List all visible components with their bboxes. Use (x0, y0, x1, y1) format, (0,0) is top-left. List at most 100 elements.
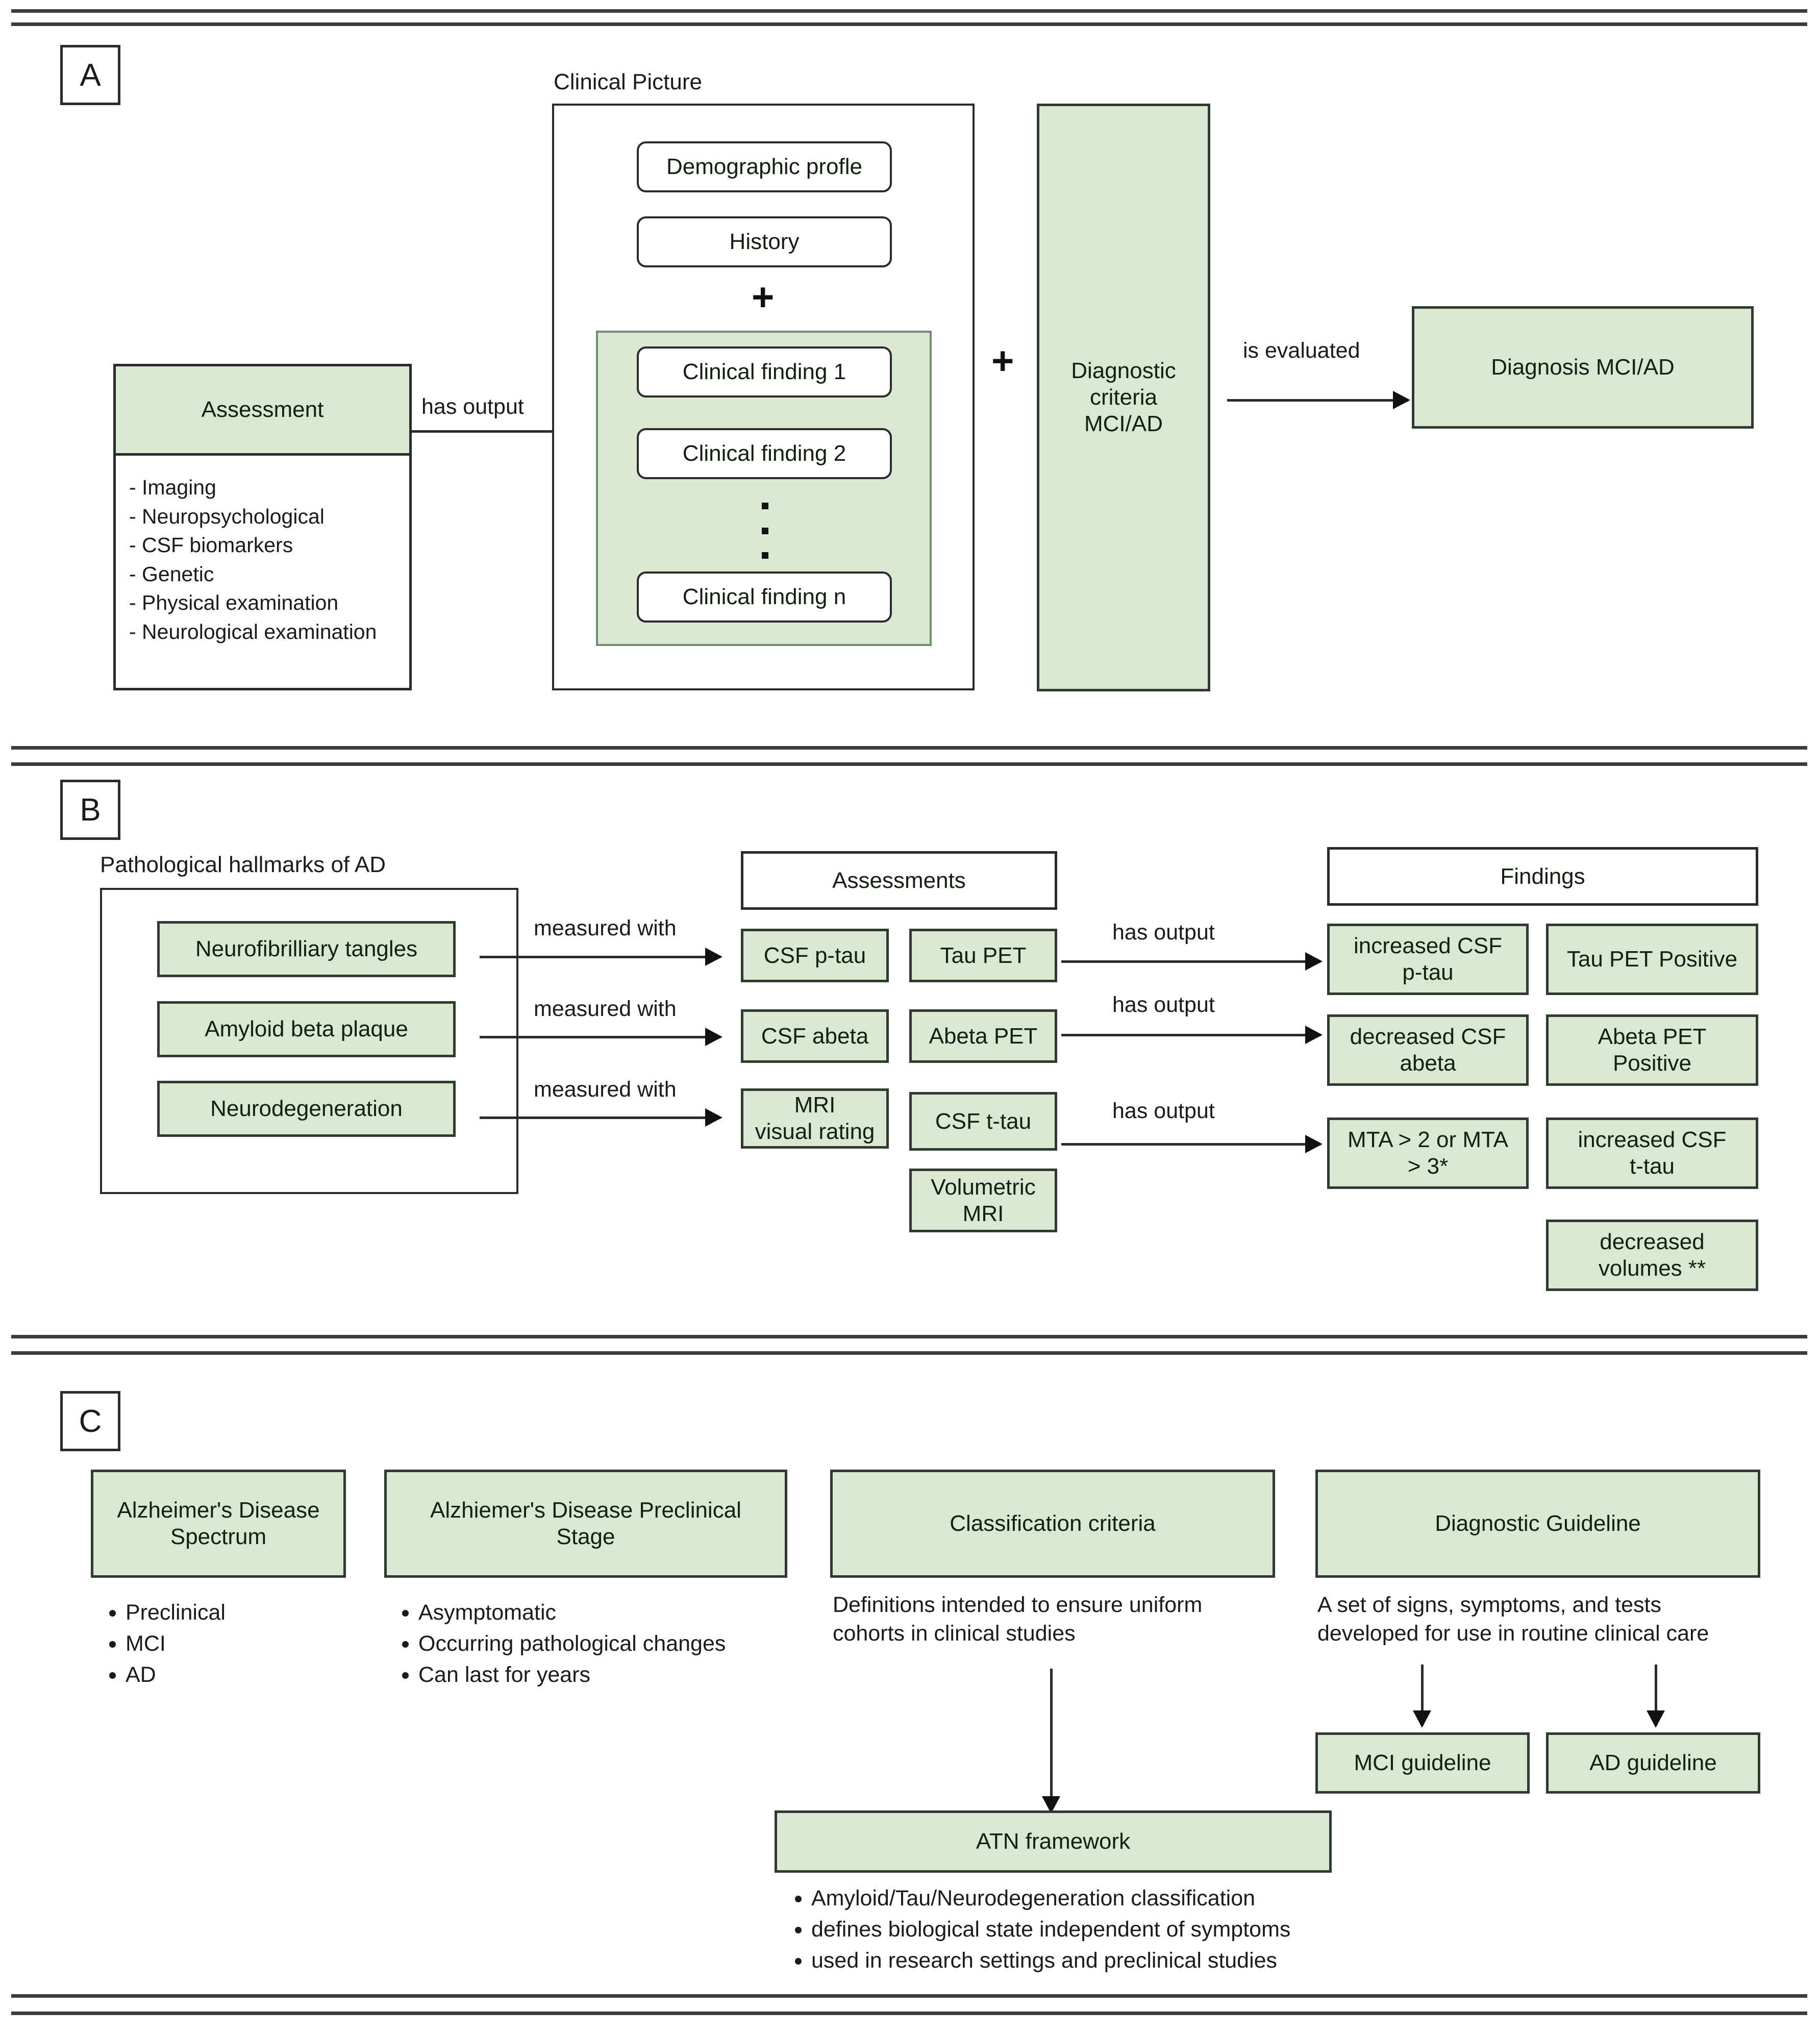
assessment-csf-p-tau[interactable]: CSF p-tau (741, 929, 889, 982)
separator-ab-1 (11, 746, 1807, 750)
plus-sign-clinical-picture: + (752, 276, 775, 319)
assessment-csf-abeta[interactable]: CSF abeta (741, 1009, 889, 1063)
arrow-mri-to-findings-3 (1061, 1135, 1323, 1153)
ad-spectrum-bullets: Preclinical MCI AD (95, 1597, 360, 1691)
separator-bc-2 (11, 1351, 1807, 1355)
assessment-abeta-pet[interactable]: Abeta PET (909, 1009, 1057, 1063)
assessment-volumetric-mri[interactable]: Volumetric MRI (909, 1169, 1057, 1232)
assessments-header: Assessments (741, 851, 1057, 910)
hallmark-neurofibrillary-tangles[interactable]: Neurofibrilliary tangles (157, 921, 456, 977)
assessment-csf-t-tau[interactable]: CSF t-tau (909, 1092, 1057, 1151)
arrow-tau-to-findings-1 (1061, 952, 1323, 971)
clinical-picture-caption: Clinical Picture (554, 69, 702, 94)
top-rule-2 (11, 22, 1807, 26)
assessment-item: - Genetic (129, 562, 214, 586)
classification-criteria-description: Definitions intended to ensure uniform c… (833, 1591, 1292, 1648)
edge-label-measured-with-3: measured with (534, 1077, 677, 1102)
arrow-abeta-to-findings-2 (1061, 1026, 1323, 1044)
bottom-rule-2 (11, 2012, 1807, 2015)
list-item: Preclinical (126, 1597, 360, 1628)
list-item: Can last for years (418, 1659, 806, 1691)
diagnostic-guideline-box[interactable]: Diagnostic Guideline (1315, 1470, 1760, 1578)
diagnostic-criteria-line: MCI/AD (1084, 411, 1163, 436)
edge-label-measured-with-1: measured with (534, 916, 677, 940)
plus-sign-between: + (991, 339, 1014, 383)
finding-increased-csf-t-tau[interactable]: increased CSF t-tau (1546, 1118, 1758, 1189)
arrow-criteria-to-diagnosis (1227, 391, 1410, 409)
edge-label-has-output-b3: has output (1112, 1099, 1215, 1123)
assessment-title: Assessment (116, 366, 409, 456)
finding-line: Positive (1612, 1051, 1692, 1076)
clinical-finding-1-box[interactable]: Clinical finding 1 (637, 346, 892, 398)
description-line: Definitions intended to ensure uniform (833, 1593, 1203, 1617)
findings-header: Findings (1327, 847, 1758, 906)
panel-b-badge: B (60, 780, 120, 840)
arrow-plaque-to-csf-abeta (480, 1028, 722, 1046)
diagnostic-criteria-box[interactable]: Diagnostic criteria MCI/AD (1037, 104, 1210, 691)
assessment-tau-pet[interactable]: Tau PET (909, 929, 1057, 982)
list-item: Amyloid/Tau/Neurodegeneration classifica… (811, 1883, 1393, 1914)
history-box[interactable]: History (637, 216, 892, 267)
ad-preclinical-stage-box[interactable]: Alzhiemer's Disease Preclinical Stage (384, 1470, 787, 1578)
description-line: cohorts in clinical studies (833, 1621, 1076, 1646)
arrow-neurodegeneration-to-mri (480, 1108, 722, 1127)
assessment-line: MRI (794, 1093, 836, 1118)
finding-mta-threshold[interactable]: MTA > 2 or MTA > 3* (1327, 1118, 1529, 1189)
assessment-line: MRI (962, 1201, 1004, 1226)
assessment-class-box: Assessment - Imaging - Neuropsychologica… (113, 364, 412, 690)
assessment-item: - Neurological examination (129, 619, 377, 643)
edge-label-has-output-b1: has output (1112, 920, 1215, 945)
edge-label-has-output-b2: has output (1112, 992, 1215, 1017)
finding-line: increased CSF (1578, 1127, 1727, 1153)
description-line: A set of signs, symptoms, and tests (1317, 1593, 1661, 1617)
arrow-tangles-to-csf-ptau (480, 948, 722, 966)
ad-spectrum-box[interactable]: Alzheimer's Disease Spectrum (91, 1470, 346, 1578)
diagnosis-mci-ad-box[interactable]: Diagnosis MCI/AD (1412, 306, 1754, 429)
arrowhead-icon (1305, 952, 1323, 971)
arrowhead-icon (1413, 1710, 1431, 1728)
ad-guideline-box[interactable]: AD guideline (1546, 1732, 1760, 1794)
classification-criteria-box[interactable]: Classification criteria (830, 1470, 1275, 1578)
ad-preclinical-title-line: Alzhiemer's Disease Preclinical (430, 1498, 741, 1523)
list-item: used in research settings and preclinica… (811, 1945, 1393, 1976)
demographic-profile-box[interactable]: Demographic profle (637, 141, 892, 192)
clinical-finding-2-box[interactable]: Clinical finding 2 (637, 428, 892, 479)
diagnostic-guideline-description: A set of signs, symptoms, and tests deve… (1317, 1591, 1777, 1648)
panel-a-letter: A (80, 57, 101, 93)
hallmark-amyloid-beta-plaque[interactable]: Amyloid beta plaque (157, 1001, 456, 1057)
diagnostic-criteria-line: criteria (1089, 385, 1158, 410)
assessment-item: - CSF biomarkers (129, 533, 293, 557)
finding-tau-pet-positive[interactable]: Tau PET Positive (1546, 924, 1758, 995)
arrowhead-icon (1393, 391, 1410, 409)
ad-preclinical-bullets: Asymptomatic Occurring pathological chan… (388, 1597, 806, 1691)
assessment-item: - Physical examination (129, 591, 339, 615)
list-item: AD (126, 1659, 360, 1691)
hallmark-neurodegeneration[interactable]: Neurodegeneration (157, 1081, 456, 1137)
ad-spectrum-title-line: Spectrum (170, 1524, 267, 1549)
finding-line: decreased CSF (1350, 1024, 1506, 1050)
atn-framework-box[interactable]: ATN framework (775, 1810, 1332, 1873)
finding-increased-csf-p-tau[interactable]: increased CSF p-tau (1327, 924, 1529, 995)
finding-abeta-pet-positive[interactable]: Abeta PET Positive (1546, 1014, 1758, 1086)
finding-decreased-volumes[interactable]: decreased volumes ** (1546, 1220, 1758, 1291)
arrowhead-icon (1305, 1026, 1323, 1044)
arrowhead-icon (705, 1028, 722, 1046)
finding-line: volumes ** (1598, 1256, 1706, 1281)
clinical-finding-n-box[interactable]: Clinical finding n (637, 572, 892, 623)
top-rule-1 (11, 9, 1807, 13)
ad-spectrum-title-line: Alzheimer's Disease (117, 1498, 320, 1523)
list-item: defines biological state independent of … (811, 1914, 1393, 1945)
finding-line: Abeta PET (1598, 1024, 1707, 1050)
list-item: Asymptomatic (418, 1597, 806, 1628)
finding-line: t-tau (1629, 1154, 1675, 1179)
arrowhead-icon (1305, 1135, 1323, 1153)
arrowhead-icon (1647, 1710, 1665, 1728)
atn-bullets: Amyloid/Tau/Neurodegeneration classifica… (781, 1883, 1393, 1976)
assessment-mri-visual-rating[interactable]: MRI visual rating (741, 1088, 889, 1149)
list-item: Occurring pathological changes (418, 1628, 806, 1659)
finding-decreased-csf-abeta[interactable]: decreased CSF abeta (1327, 1014, 1529, 1086)
mci-guideline-box[interactable]: MCI guideline (1315, 1732, 1530, 1794)
assessment-item: - Neuropsychological (129, 504, 325, 528)
bottom-rule-1 (11, 1994, 1807, 1998)
